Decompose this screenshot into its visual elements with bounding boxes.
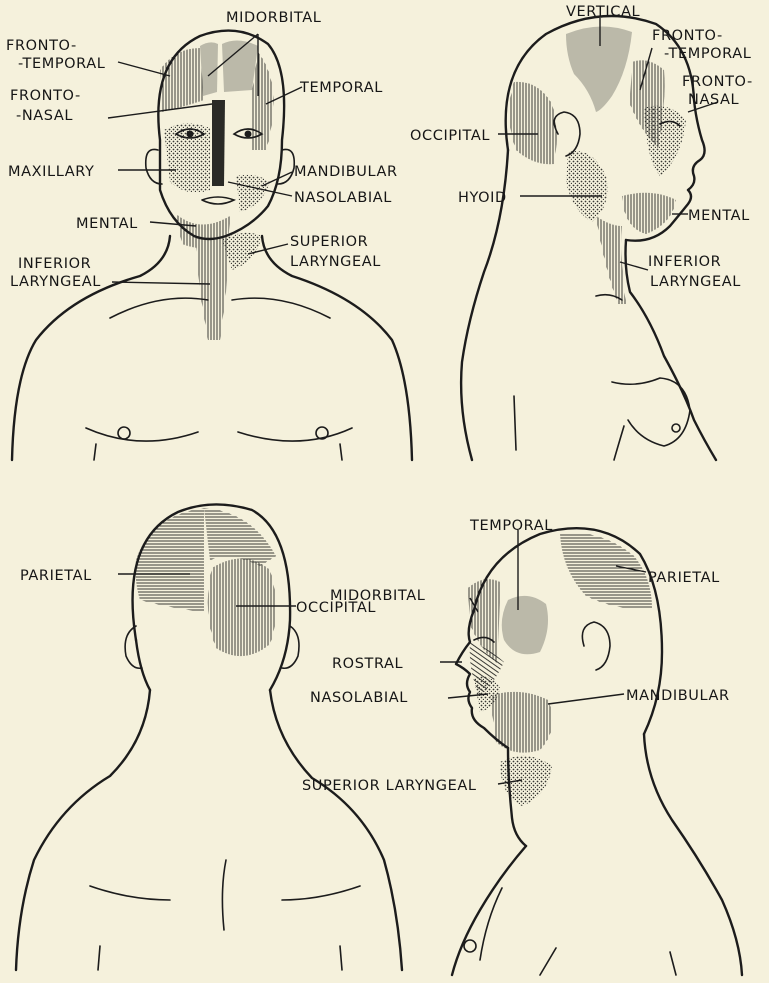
zone-parietal-back-right (204, 508, 276, 566)
back-spine (90, 860, 360, 930)
zone-temporal-front (252, 52, 274, 150)
back-ear-right (282, 626, 299, 668)
label-midorbital-front: Midorbital (226, 10, 321, 26)
zone-inferior-laryngeal-profile (596, 216, 626, 304)
zone-mental-front (176, 214, 230, 249)
leader-inferior-laryngeal-front (112, 282, 210, 284)
zone-occipital-profile (509, 82, 556, 164)
label-fronto-nasal-front: Fronto--Nasal (10, 88, 81, 124)
label-parietal-back: Parietal (20, 568, 92, 584)
label-mandibular-front: Mandibular (294, 164, 398, 180)
label-fronto-temporal-front: Fronto--Temporal (6, 38, 105, 72)
label-superior-laryngeal-profile-l: Superior Laryngeal (302, 778, 477, 794)
zone-fronto-temporal-front (160, 48, 204, 112)
zone-midorbital-front-right (222, 40, 258, 92)
profile-r-arm (514, 396, 624, 460)
zone-occipital-back (208, 558, 276, 656)
label-rostral-profile-l: Rostral (332, 656, 403, 672)
label-maxillary-front: Maxillary (8, 164, 94, 180)
zone-hyoid-profile (566, 151, 607, 222)
profile-l-back-neck (644, 734, 742, 975)
label-mental-profile: Mental (688, 208, 750, 224)
leader-inferior-laryngeal-profile (620, 262, 648, 270)
back-head-left-jaw (136, 640, 150, 690)
back-neck-shoulders (16, 690, 402, 970)
profile-l-arm (480, 888, 676, 975)
front-chest (86, 428, 352, 460)
label-mental-front: Mental (76, 216, 138, 232)
label-occipital-profile: Occipital (410, 128, 490, 144)
label-nasolabial-front: Nasolabial (294, 190, 392, 206)
front-iris-right (245, 131, 252, 138)
label-parietal-profile-l: Parietal (648, 570, 720, 586)
panel-front: Midorbital Fronto--Temporal Fronto--Nasa… (6, 10, 412, 460)
profile-r-front-neck (626, 240, 717, 460)
label-midorbital-profile-l: Midorbital (330, 588, 425, 604)
zone-fronto-nasal-front (212, 100, 225, 186)
profile-l-nipple (464, 940, 476, 952)
label-vertical-profile: Vertical (566, 4, 640, 20)
zone-inferior-laryngeal-front (196, 246, 228, 340)
front-nipple-left (118, 427, 130, 439)
label-mandibular-profile-l: Mandibular (626, 688, 730, 704)
label-temporal-front: Temporal (299, 80, 383, 96)
profile-r-ear (554, 112, 580, 156)
front-mouth (202, 197, 234, 204)
zone-mandibular-profile-l (490, 692, 553, 753)
zone-vertical-profile (566, 26, 632, 112)
front-iris-left (187, 131, 194, 138)
profile-l-chest (452, 846, 526, 975)
zone-parietal-back-left (136, 508, 205, 612)
label-fronto-temporal-profile: Fronto--Temporal (652, 28, 751, 62)
leader-mandibular-profile-l (548, 694, 624, 704)
panel-right-profile: Vertical Fronto--Temporal Fronto-Nasal O… (410, 4, 753, 460)
label-temporal-profile-l: Temporal (469, 518, 553, 534)
zone-temporal-profile-l (502, 596, 548, 654)
leader-fronto-nasal-front (108, 104, 212, 118)
label-hyoid-profile: Hyoid (458, 190, 507, 206)
back-armpit-lines (98, 946, 342, 970)
panel-left-profile: Temporal Parietal Midorbital Rostral Nas… (302, 518, 742, 975)
panel-back: Parietal Occipital (16, 504, 402, 970)
profile-l-ear (582, 622, 610, 670)
label-nasolabial-profile-l: Nasolabial (310, 690, 408, 706)
zone-fronto-nasal-profile (644, 106, 686, 176)
zone-mandibular-front (236, 175, 270, 212)
profile-r-nipple (672, 424, 680, 432)
